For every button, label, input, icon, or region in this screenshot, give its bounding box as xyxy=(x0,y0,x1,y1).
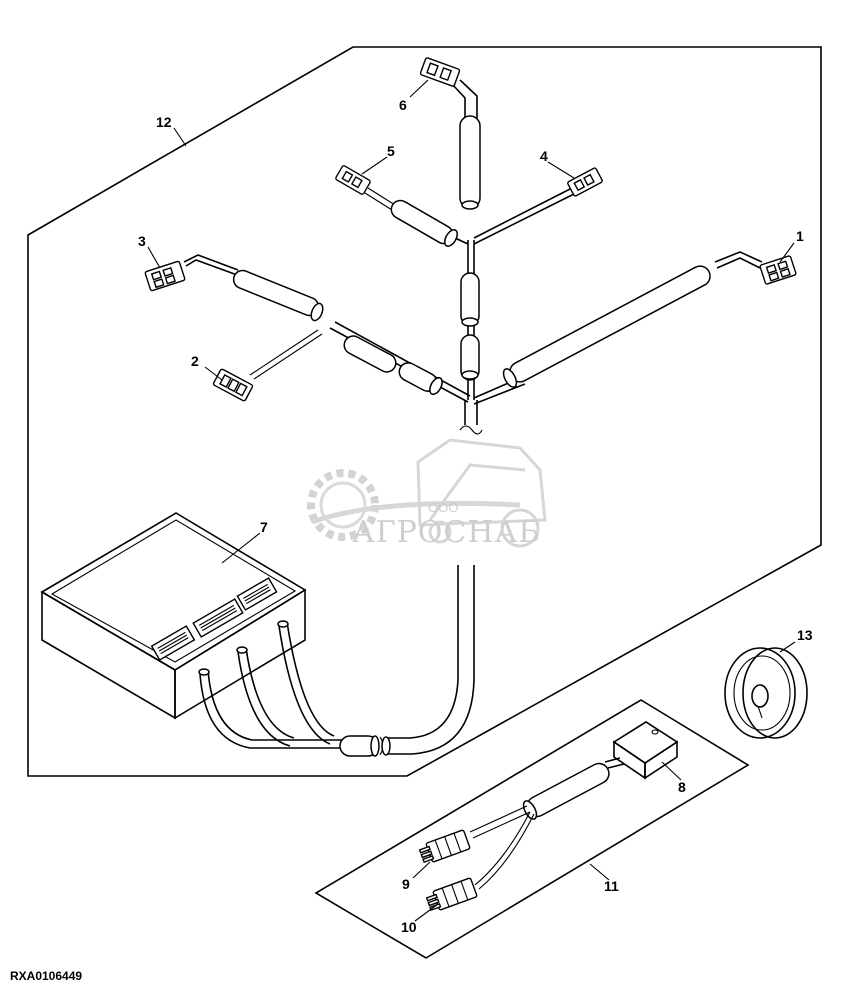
sleeve xyxy=(232,269,320,317)
gear-icon xyxy=(307,469,379,541)
connector-4-icon xyxy=(567,167,603,197)
sleeve xyxy=(509,265,711,383)
callout-1: 1 xyxy=(796,228,804,244)
callout-9: 9 xyxy=(402,876,410,892)
callout-7: 7 xyxy=(260,519,268,535)
socket-icon xyxy=(236,577,278,611)
sleeve xyxy=(459,115,481,209)
sleeve xyxy=(460,272,480,326)
socket-icon xyxy=(150,625,196,661)
socket-icon xyxy=(192,598,244,638)
connector-6-icon xyxy=(419,57,461,87)
callout-2: 2 xyxy=(191,353,199,369)
connector-5-icon xyxy=(335,165,371,195)
connector-10-icon xyxy=(425,877,478,912)
watermark-swoosh xyxy=(311,500,521,525)
leader-lines xyxy=(147,79,796,922)
callout-10: 10 xyxy=(401,919,417,935)
callout-5: 5 xyxy=(387,143,395,159)
connector-1-icon xyxy=(759,255,797,285)
callout-4: 4 xyxy=(540,148,548,164)
connector-3-icon xyxy=(144,260,186,292)
harness-12 xyxy=(144,57,797,435)
connector-2-icon xyxy=(212,368,254,402)
watermark-prefix: ООО xyxy=(428,500,458,515)
panel-11-outline xyxy=(314,699,750,959)
callout-11: 11 xyxy=(604,878,619,894)
callout-3: 3 xyxy=(138,233,146,249)
callout-13: 13 xyxy=(797,627,813,643)
callout-6: 6 xyxy=(399,97,407,113)
sleeve xyxy=(460,334,480,381)
watermark: ООО АГРОСНАБ xyxy=(307,438,547,550)
grommet-13-icon xyxy=(724,647,808,739)
control-module-7 xyxy=(40,512,475,757)
drawing-id: RXA0106449 xyxy=(10,969,82,983)
callout-12: 12 xyxy=(156,114,172,130)
panel-12-outline xyxy=(27,46,822,777)
watermark-brand: АГРОСНАБ xyxy=(352,515,541,550)
callout-8: 8 xyxy=(678,779,686,795)
sleeve xyxy=(343,335,397,373)
sleeve xyxy=(526,762,610,818)
connector-9-icon xyxy=(418,829,471,864)
harness-11 xyxy=(418,721,679,912)
